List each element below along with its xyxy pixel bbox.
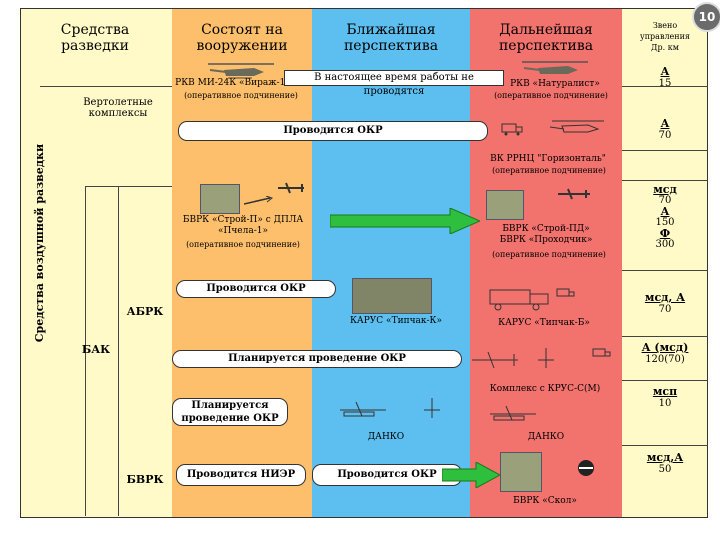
arrow-green-row7 [442,462,502,488]
far-row4-name: КАРУС «Типчак-Б» [498,318,590,328]
armed-row3-note: (оперативное подчинение) [186,240,300,249]
bracket-inner [118,186,119,516]
unit-row3-l0: мсд [653,183,677,196]
banner-okr-row4: Проводится ОКР [176,280,336,298]
near-row6-name: ДАНКО [367,432,405,442]
unit-row5-letter: А (мсд) [641,341,689,354]
arrow-green-row3 [330,208,480,234]
far-row7-name: БВРК «Скол» [513,496,577,506]
banner-okr-row7: Проводится ОКР [312,464,462,486]
banner-planned-row5: Планируется проведение ОКР [172,350,462,368]
divider-helicopter [40,86,172,87]
unit-row1-letter: А [660,65,670,78]
unit-row6: мсп 10 [622,386,708,410]
far-row6-name: Комплекс с КРУС-С(М) [489,384,601,394]
helicopter-image [208,63,274,79]
far-row2-note: (оперативное подчинение) [492,166,606,175]
unit-row2: А 70 [622,118,708,142]
sketch-vehicle-row5 [592,348,611,357]
far-row3-note: (оперативное подчинение) [492,250,606,259]
unit-divider [622,180,708,181]
header-intel: Средства разведки [60,22,130,54]
far-helicopter-note: (оперативное подчинение) [494,91,608,100]
unit-column [622,8,708,518]
far-helicopter-name: РКВ «Натуралист» [510,79,600,89]
slide-number: 10 [692,2,720,32]
armed-helicopter-note: (оперативное подчинение) [184,91,298,100]
unit-row4: мсд, А 70 [622,292,708,316]
unit-row5-num: 120(70) [645,354,685,365]
far-row2-name: ВК РРНЦ "Горизонталь" [490,154,606,164]
sketch-vehicle-row2 [501,123,523,136]
drone-image-far [558,188,590,200]
vehicle-image-stroy-pd [486,190,524,220]
unit-row2-letter: А [660,117,670,130]
sketch-danko-near [340,401,386,417]
sketch-danko-far [490,405,536,421]
unit-row4-letter: мсд, А [644,291,686,304]
far-row6-name2: ДАНКО [527,432,565,442]
category-bak: БАК [81,343,111,356]
banner-okr-row2: Проводится ОКР [178,121,488,141]
far-column [470,8,622,518]
near-column [312,8,470,518]
unit-divider [622,86,708,87]
arrow-small-row3 [244,196,274,205]
unit-divider [622,150,708,151]
unit-divider [622,380,708,381]
vehicle-image-stroy-p [200,184,240,214]
banner-no-work: В настоящее время работы не проводятся [284,70,504,97]
armed-row3-name: БВРК «Строй-П» с ДПЛА «Пчела-1» [182,215,304,236]
drone-image-pchela [278,182,304,194]
unit-divider [622,270,708,271]
unit-divider [622,445,708,446]
unit-row3-l3: 150 [655,217,675,228]
vehicle-image-skol [500,452,542,492]
near-row4-name: КАРУС «Типчак-К» [349,316,443,326]
header-far: Дальнейшая перспектива [498,22,594,54]
sketch-drone-row5 [472,351,518,369]
unit-row3-l5: 300 [655,239,675,250]
header-unit: Звено управления Др. км [640,21,690,52]
unit-row1: А 15 [622,66,708,90]
sketch-helicopter-row2 [549,120,604,133]
sketch-vehicle-row4 [556,288,575,297]
intel-column [20,8,172,518]
unit-row3-l4: Ф [659,227,671,240]
unit-row3: мсд 70 А 150 Ф 300 [622,184,708,250]
table-frame [20,8,708,518]
unit-row6-num: 10 [658,398,672,409]
category-abrk: АБРК [126,305,164,318]
unit-row5: А (мсд) 120(70) [622,342,708,366]
armed-column [172,8,312,518]
unit-divider [622,336,708,337]
banner-planned-row6: Планируется проведение ОКР [172,398,288,426]
unit-row2-num: 70 [658,130,672,141]
bracket-top [85,186,172,187]
category-bvrk: БВРК [126,473,164,486]
unit-row7-num: 50 [658,464,672,475]
armed-helicopter-name: РКВ МИ-24К «Вираж-1» [175,78,291,88]
sketch-tipchak-b [489,289,549,311]
unit-row7-letter: мсд,А [646,451,684,464]
unit-row1-num: 15 [658,78,672,89]
category-helicopter: Вертолетные комплексы [83,97,153,119]
vehicle-image-tipchak-k [352,278,432,314]
far-row3-name: БВРК «Строй-ПД» БВРК «Проходчик» [499,224,593,245]
unit-row4-num: 70 [658,304,672,315]
unit-row3-l1: 70 [658,195,672,206]
header-armed: Состоят на вооружении [196,22,288,54]
banner-nier-row7: Проводится НИЭР [176,464,306,486]
sketch-launcher-row5 [538,348,554,368]
header-near: Ближайшая перспектива [343,22,439,54]
bracket-vertical [85,186,86,516]
unit-row7: мсд,А 50 [622,452,708,476]
sketch-launcher-row6 [424,398,440,418]
unit-row6-letter: мсп [652,385,678,398]
unit-row3-l2: А [660,205,670,218]
skol-symbol-icon [578,460,594,476]
helicopter-far-image [522,61,588,74]
side-label: Средства воздушной разведки [33,143,46,343]
